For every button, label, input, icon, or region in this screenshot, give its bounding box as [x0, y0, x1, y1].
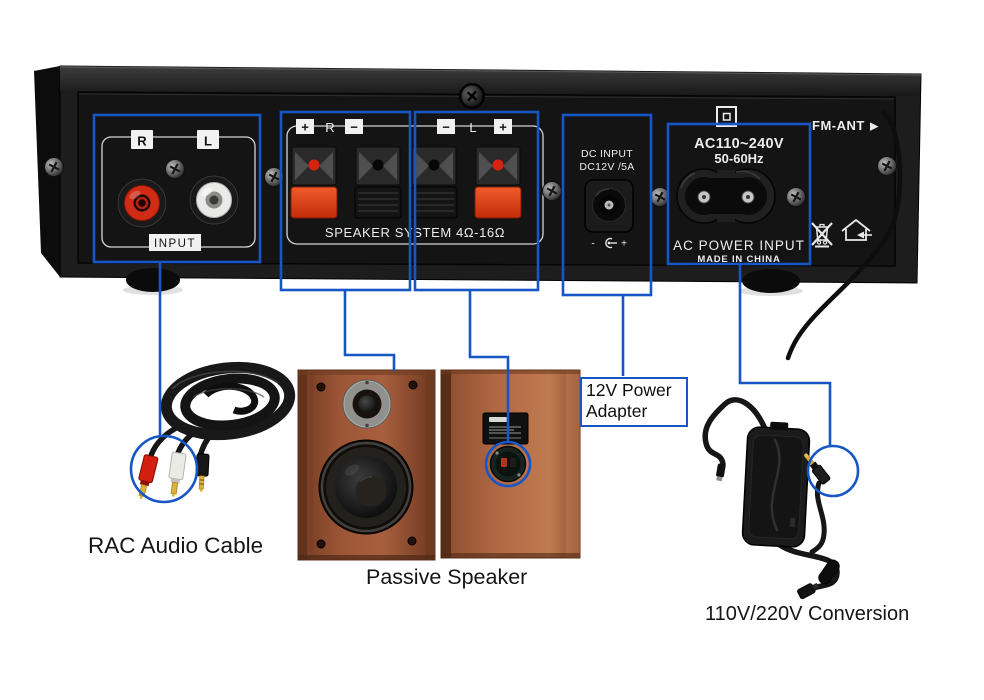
callout-box-rca-input — [92, 113, 262, 264]
ac-frequency: 50-60Hz — [714, 151, 764, 166]
photo-rca-cable — [138, 361, 296, 500]
woofer — [318, 439, 414, 535]
screw-top-center — [459, 83, 485, 109]
fm-ant-label: FM-ANT — [812, 118, 865, 133]
speaker-clip-black-2 — [410, 146, 458, 219]
ac-power-label: AC POWER INPUT — [673, 238, 805, 253]
power-adapter-label: 12V Power Adapter — [586, 380, 672, 422]
speaker-corner-screws — [316, 380, 418, 549]
rca-label-l: L — [204, 134, 212, 149]
power-adapter-label-box: 12V Power Adapter — [580, 377, 688, 427]
callout-circle-rca-plugs — [129, 434, 199, 504]
speaker-clip-black-1 — [354, 146, 402, 219]
callout-box-speaker-l — [413, 110, 540, 292]
callout-circle-dc-plug — [806, 444, 860, 498]
rca-jack-red — [117, 178, 167, 228]
rca-plug-white — [168, 451, 187, 497]
caption-conversion: 110V/220V Conversion — [705, 603, 910, 625]
cable-coil — [160, 361, 296, 441]
svg-text:-: - — [591, 239, 594, 250]
input-label: INPUT — [154, 238, 196, 250]
class-ii-icon — [716, 106, 737, 127]
adapter-input-cable — [702, 397, 769, 467]
ac-power-section: AC110~240V 50-60Hz AC POWER INPUT MADE I… — [673, 106, 805, 265]
adapter-brick — [741, 421, 811, 548]
indoor-use-icon — [841, 219, 872, 241]
speaker-plus-right: + — [499, 120, 507, 135]
screw-ac-right — [785, 186, 807, 208]
speaker-clip-red-1 — [290, 146, 338, 219]
ac-inlet-c8 — [676, 168, 776, 224]
adapter-dc-plug — [804, 453, 831, 485]
rca-jack-white — [189, 175, 239, 225]
callout-box-dc-input — [561, 113, 653, 297]
dc-input-section: DC INPUT DC12V /5A - + — [579, 148, 634, 250]
speaker-r-label: R — [325, 120, 334, 135]
aux-plug-3-5mm — [195, 453, 210, 493]
callout-line-ac — [738, 264, 832, 446]
callout-line-speaker-r — [343, 290, 396, 371]
rca-input-section: R L INPUT — [101, 130, 256, 251]
dc-input-spec: DC12V /5A — [579, 161, 634, 173]
ac-voltage: AC110~240V — [694, 136, 784, 152]
caption-rca-cable: RAC Audio Cable — [88, 533, 264, 558]
rca-label-l-box — [197, 130, 219, 149]
rear-label-plate — [482, 412, 529, 445]
callout-line-speaker-l — [468, 290, 510, 443]
speaker-clip-red-2 — [474, 146, 522, 219]
input-label-box — [149, 234, 201, 251]
amp-top-highlight — [59, 66, 922, 76]
photo-speaker-front — [297, 369, 436, 561]
ferrite-bead — [818, 559, 840, 585]
ac-origin-label: MADE IN CHINA — [697, 254, 780, 265]
rca-plug-red — [138, 454, 159, 500]
speaker-minus-left: − — [350, 120, 358, 135]
weee-icon — [811, 222, 833, 248]
dc-barrel-jack — [584, 179, 634, 233]
screw-right-edge — [876, 155, 898, 177]
rear-terminal-cup — [489, 445, 527, 483]
screw-left-edge — [43, 156, 65, 178]
adapter-input-connector — [716, 463, 726, 482]
speaker-minus-right: − — [442, 120, 450, 135]
rca-label-r-box — [131, 130, 153, 149]
callouts — [92, 110, 860, 504]
fm-antenna-wire — [785, 110, 903, 361]
dc-polarity-icon: - + — [591, 237, 627, 250]
screw-ac-left — [649, 186, 671, 208]
photo-speaker-rear — [440, 369, 581, 559]
screw-rca — [164, 158, 186, 180]
amp-foot-right — [742, 269, 800, 293]
amp-foot-left — [126, 268, 180, 292]
speaker-l-label: L — [469, 120, 476, 135]
fm-ant-arrow-icon: ▶ — [870, 121, 879, 133]
rca-label-r: R — [137, 134, 147, 149]
screw-mid-right — [541, 180, 563, 202]
photo-power-adapter — [702, 397, 840, 600]
tweeter — [342, 379, 392, 429]
callout-circle-speaker-terminal — [484, 440, 532, 488]
caption-passive-speaker: Passive Speaker — [366, 565, 528, 589]
dc-input-title: DC INPUT — [581, 148, 633, 160]
svg-text:+: + — [621, 239, 627, 250]
speaker-plus-left: + — [301, 120, 309, 135]
cable-end-plug — [797, 582, 819, 600]
